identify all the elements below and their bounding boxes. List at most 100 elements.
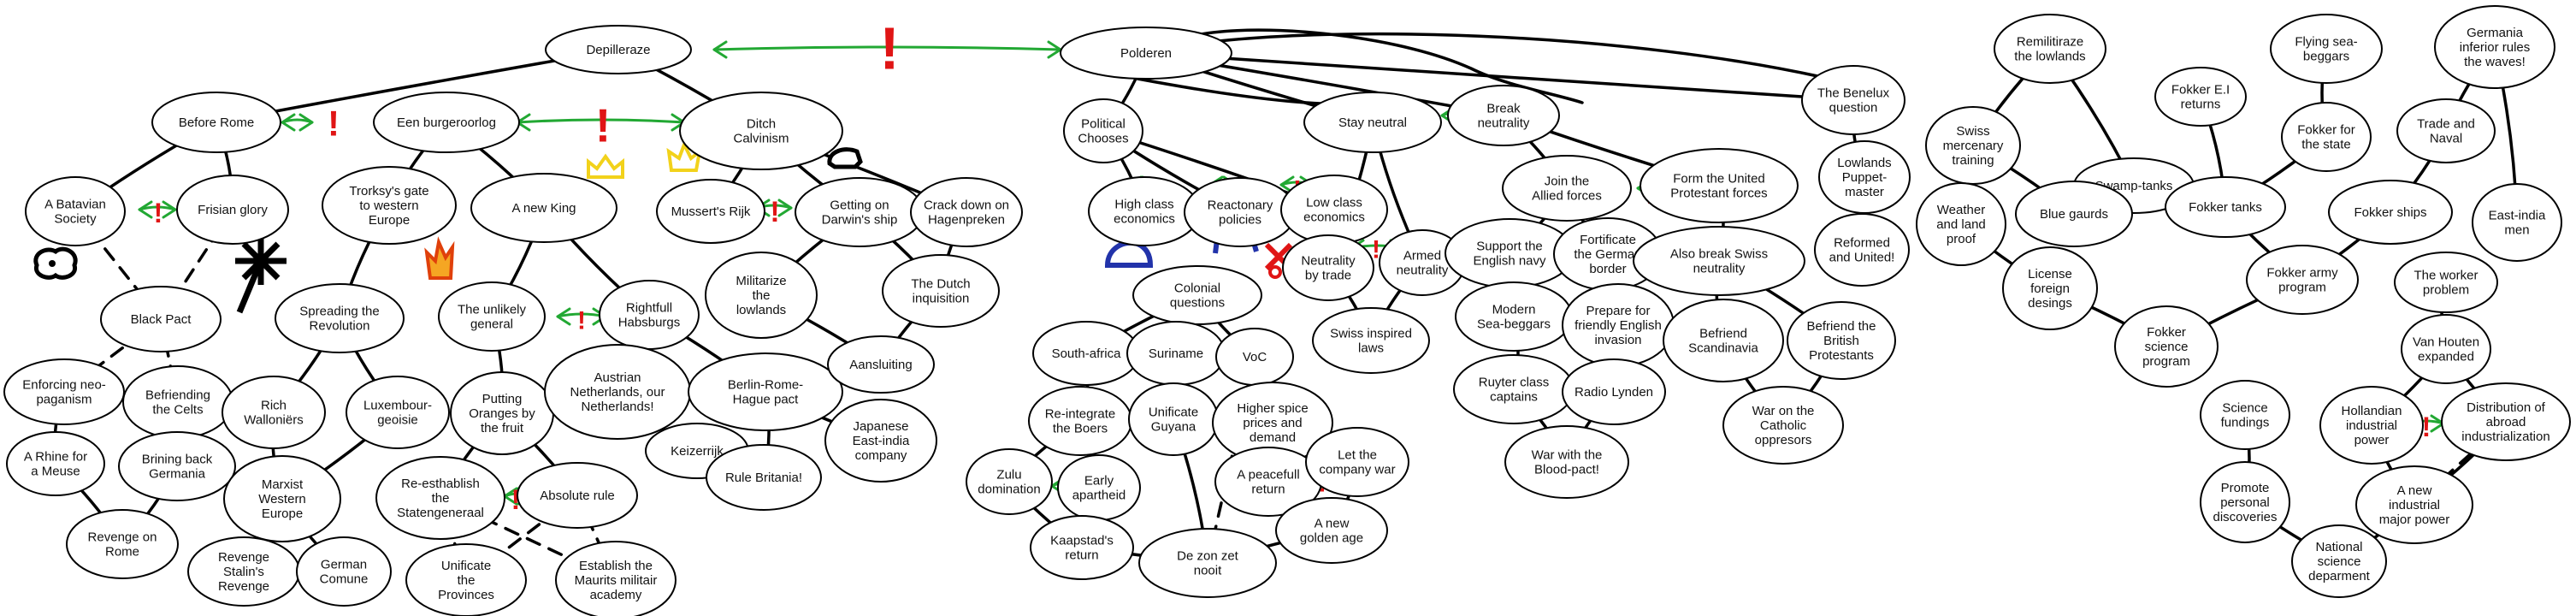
focus-node-blue-gaurds[interactable]: Blue gaurds [2015, 181, 2133, 247]
focus-node-depilleraze[interactable]: Depilleraze [545, 25, 692, 74]
focus-node-before-rome[interactable]: Before Rome [151, 92, 281, 153]
focus-node-stay-neutral[interactable]: Stay neutral [1303, 92, 1442, 153]
focus-node-aansluiting[interactable]: Aansluiting [827, 335, 935, 394]
focus-node-radio[interactable]: Radio Lynden [1562, 358, 1666, 425]
focus-node-south-africa[interactable]: South-africa [1032, 321, 1140, 386]
focus-node-mussert[interactable]: Mussert's Rijk [656, 179, 765, 244]
focus-node-suriname[interactable]: Suriname [1126, 321, 1226, 386]
focus-label: Allied forces [1532, 189, 1602, 204]
focus-node-flying-beggars[interactable]: Flying sea-beggars [2270, 14, 2383, 84]
focus-node-frisian[interactable]: Frisian glory [176, 175, 289, 245]
focus-node-polderen[interactable]: Polderen [1060, 27, 1232, 80]
focus-node-brh[interactable]: Berlin-Rome-Hague pact [688, 352, 843, 431]
focus-node-britania[interactable]: Rule Britania! [706, 444, 822, 511]
focus-node-black-pact[interactable]: Black Pact [100, 286, 222, 352]
focus-node-enforcing[interactable]: Enforcing neo-paganism [3, 358, 125, 425]
focus-node-new-king[interactable]: A new King [470, 173, 617, 243]
focus-node-luxembourg[interactable]: Luxembour-geoisie [346, 376, 450, 449]
focus-node-fokker-ships[interactable]: Fokker ships [2328, 180, 2453, 245]
focus-node-burgeroorlog[interactable]: Een burgeroorlog [373, 92, 520, 153]
focus-node-absolute[interactable]: Absolute rule [517, 462, 638, 529]
focus-node-voc[interactable]: VoC [1215, 328, 1294, 386]
focus-node-fokker-tanks[interactable]: Fokker tanks [2165, 176, 2286, 238]
